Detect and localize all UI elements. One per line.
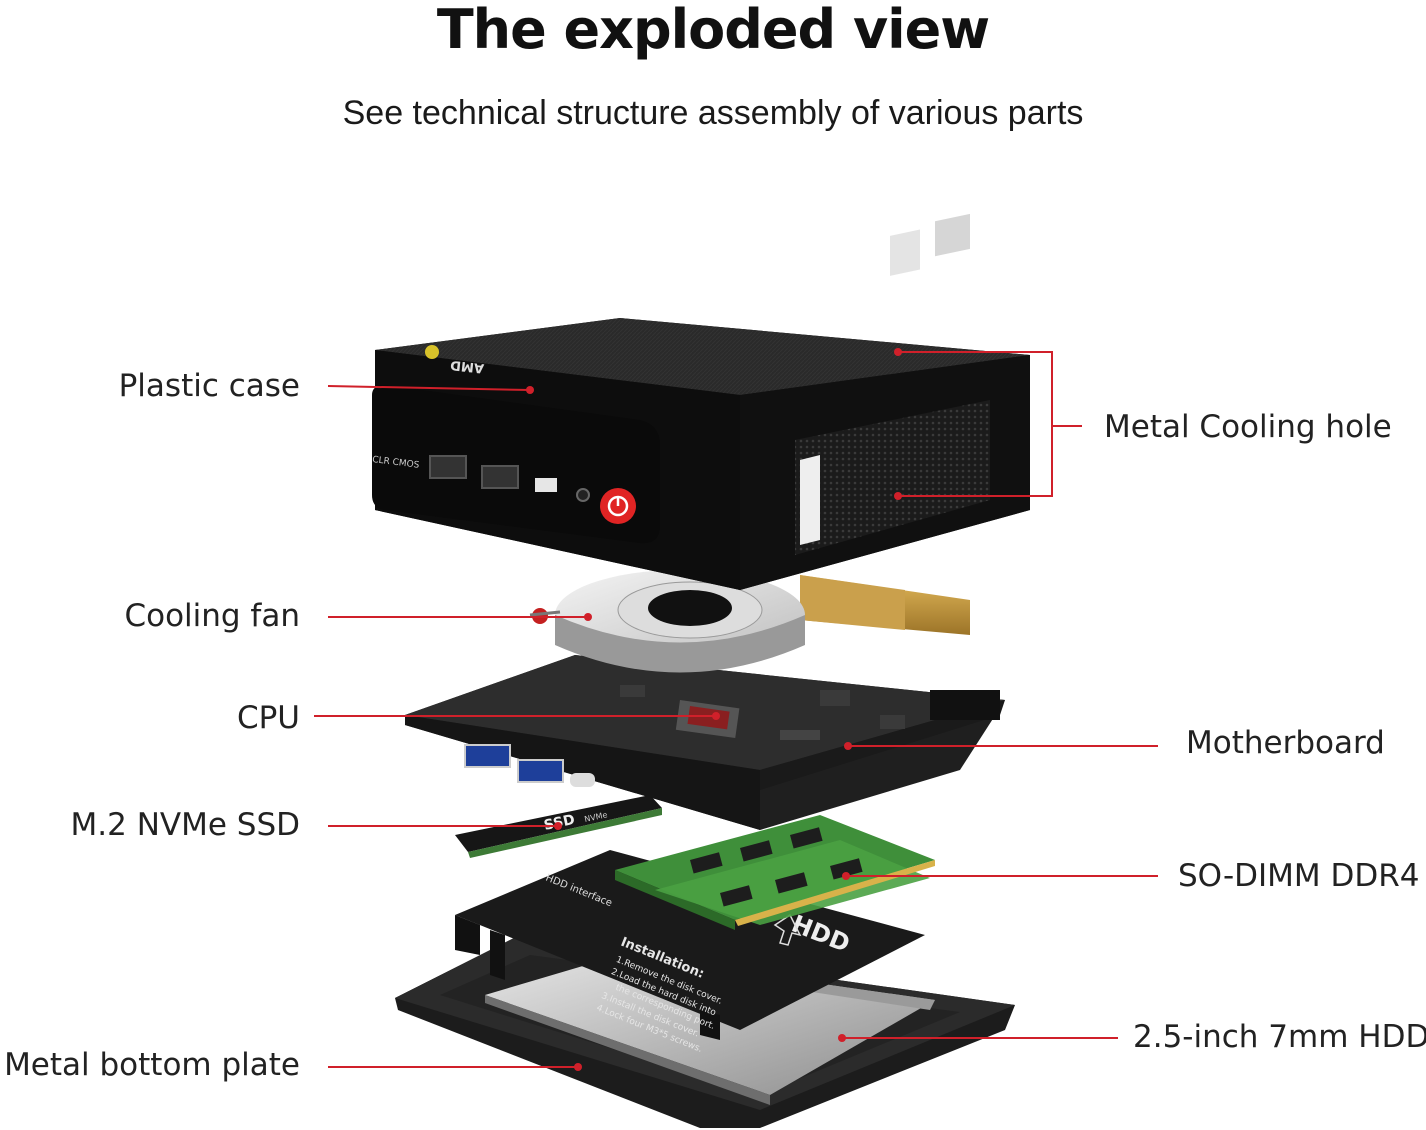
cooling-fan-assembly xyxy=(529,570,970,673)
label-cpu: CPU xyxy=(236,700,300,736)
label-plastic-case: Plastic case xyxy=(118,368,300,404)
label-cooling-fan: Cooling fan xyxy=(124,598,300,634)
page-subtitle: See technical structure assembly of vari… xyxy=(342,94,1084,132)
label-cooling-hole: Metal Cooling hole xyxy=(1104,409,1392,445)
label-hdd: 2.5-inch 7mm HDD xyxy=(1133,1019,1426,1055)
motherboard-board xyxy=(405,655,1005,830)
plastic-case: CLR CMOS AMD xyxy=(372,213,1030,590)
label-m2-ssd: M.2 NVMe SSD xyxy=(70,807,300,843)
sodimm-modules xyxy=(615,815,935,930)
page-title: The exploded view xyxy=(436,0,990,61)
callout-dots xyxy=(526,348,902,1071)
callout-lines xyxy=(314,351,1158,1068)
label-motherboard: Motherboard xyxy=(1186,725,1385,761)
label-bottom-plate: Metal bottom plate xyxy=(4,1047,300,1083)
hdd-bracket: HDD interface HDD Installation: 1.Remove… xyxy=(455,850,925,1055)
label-sodimm: SO-DIMM DDR4 xyxy=(1178,858,1420,894)
brand-label: AMD xyxy=(449,357,484,375)
